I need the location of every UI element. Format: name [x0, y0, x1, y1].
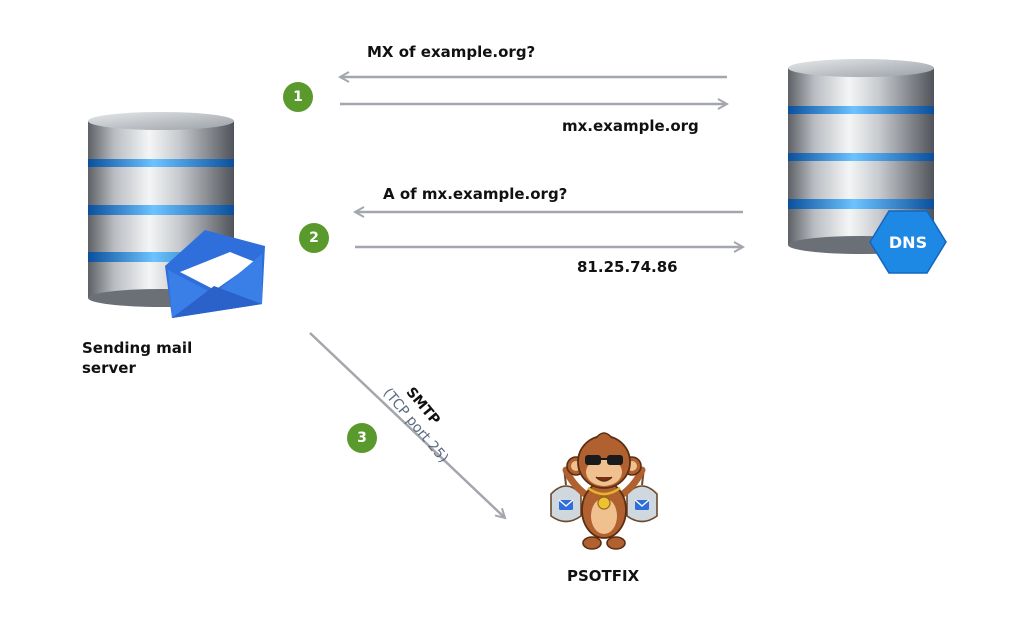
label-a-query: A of mx.example.org?: [383, 185, 568, 203]
envelope-icon: [165, 230, 265, 318]
monkey-mascot-icon: [550, 432, 658, 550]
dns-hexagon-icon: [869, 210, 947, 274]
dns-badge-label: DNS: [888, 232, 928, 252]
label-postfix: PSOTFIX: [567, 567, 640, 585]
step-badge-3: 3: [347, 423, 377, 453]
arrow-smtp: [309, 332, 505, 518]
step-badge-1: 1: [283, 82, 313, 112]
label-a-response: 81.25.74.86: [577, 258, 678, 276]
step-badge-2: 2: [299, 223, 329, 253]
label-sending-server: Sending mail server: [82, 339, 193, 377]
label-mx-response: mx.example.org: [562, 117, 699, 135]
label-mx-query: MX of example.org?: [367, 43, 536, 61]
